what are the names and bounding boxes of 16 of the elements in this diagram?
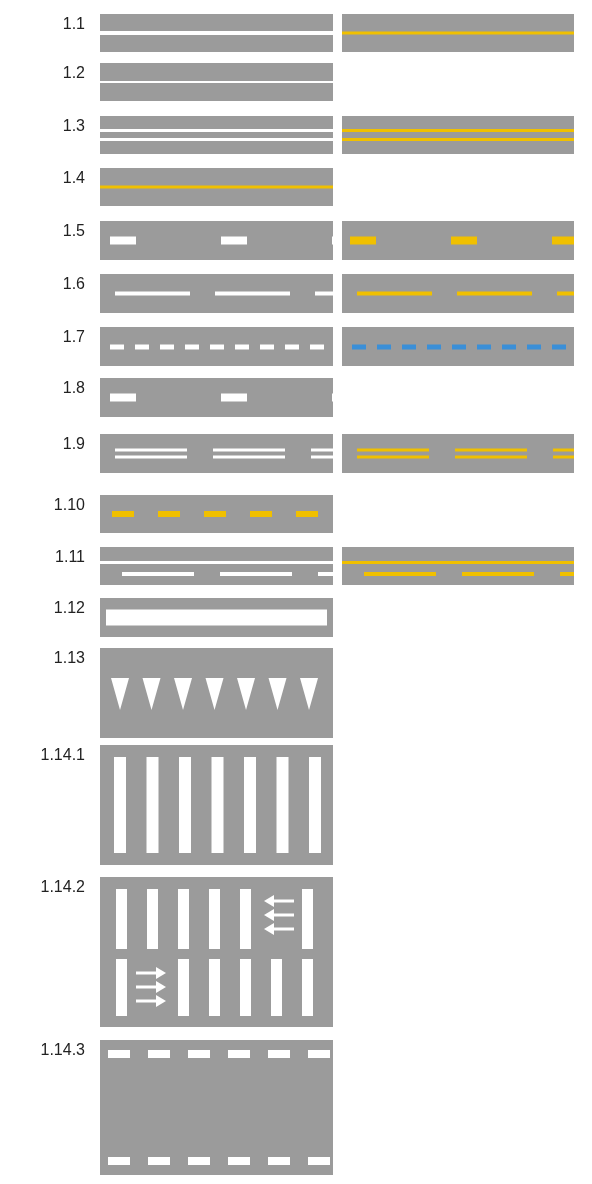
marking-number: 1.11 — [54, 548, 85, 566]
marking-number: 1.5 — [61, 222, 85, 240]
marking-number: 1.3 — [61, 117, 85, 135]
marking-number: 1.2 — [61, 64, 85, 82]
marking-number: 1.4 — [61, 169, 85, 187]
marking-number: 1.14.1 — [39, 746, 85, 764]
marking-number: 1.10 — [52, 496, 85, 514]
marking-number: 1.8 — [61, 379, 85, 397]
marking-number: 1.13 — [52, 649, 85, 667]
marking-number: 1.6 — [61, 275, 85, 293]
marking-number: 1.12 — [52, 599, 85, 617]
marking-number: 1.1 — [61, 15, 85, 33]
marking-number: 1.9 — [61, 435, 85, 453]
marking-number: 1.7 — [61, 328, 85, 346]
marking-number: 1.14.3 — [39, 1041, 85, 1059]
marking-number: 1.14.2 — [39, 878, 85, 896]
